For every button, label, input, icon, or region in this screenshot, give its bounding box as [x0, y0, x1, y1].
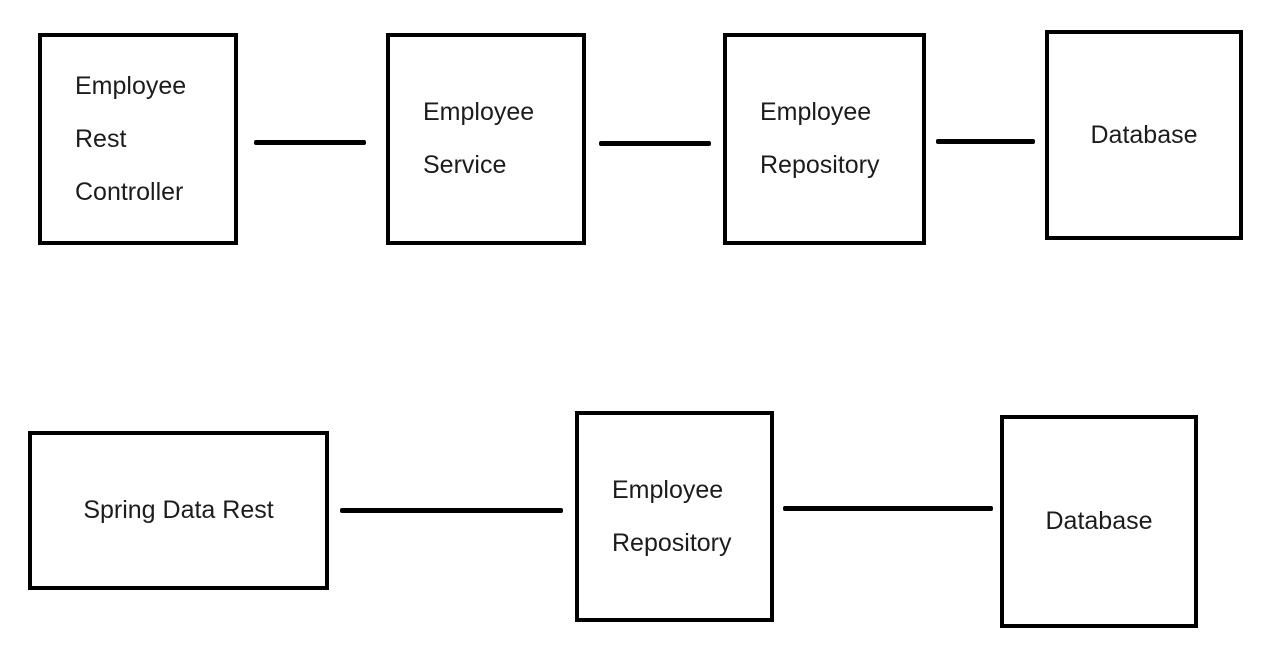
node-employee-repository-bottom: Employee Repository: [575, 411, 774, 622]
node-label-line: Employee: [760, 98, 872, 126]
node-label-line: Database: [1045, 507, 1153, 535]
node-label-line: Repository: [612, 528, 732, 557]
connector-rest-controller-to-service: [254, 140, 366, 145]
connector-service-to-repository: [599, 141, 711, 146]
node-label-line: Database: [1090, 120, 1198, 149]
node-label-line: Employee: [75, 71, 187, 100]
node-spring-data-rest: Spring Data Rest: [28, 431, 329, 590]
connector-repository-to-database-bottom: [783, 506, 993, 511]
node-label-line: Employee: [612, 475, 724, 504]
node-label-line: Controller: [75, 177, 184, 206]
node-employee-service: Employee Service: [386, 33, 586, 245]
node-employee-repository-top: Employee Repository: [723, 33, 926, 245]
connector-repository-to-database-top: [936, 139, 1035, 144]
node-label-line: Repository: [760, 151, 880, 179]
node-employee-rest-controller: Employee Rest Controller: [38, 33, 238, 245]
node-label-line: Service: [423, 151, 507, 179]
node-database-bottom: Database: [1000, 415, 1198, 628]
node-database-top: Database: [1045, 30, 1243, 240]
node-label-line: Employee: [423, 98, 535, 126]
connector-spring-data-rest-to-repository: [340, 508, 563, 513]
node-label-line: Rest: [75, 124, 127, 153]
node-label-line: Spring Data Rest: [83, 496, 274, 524]
